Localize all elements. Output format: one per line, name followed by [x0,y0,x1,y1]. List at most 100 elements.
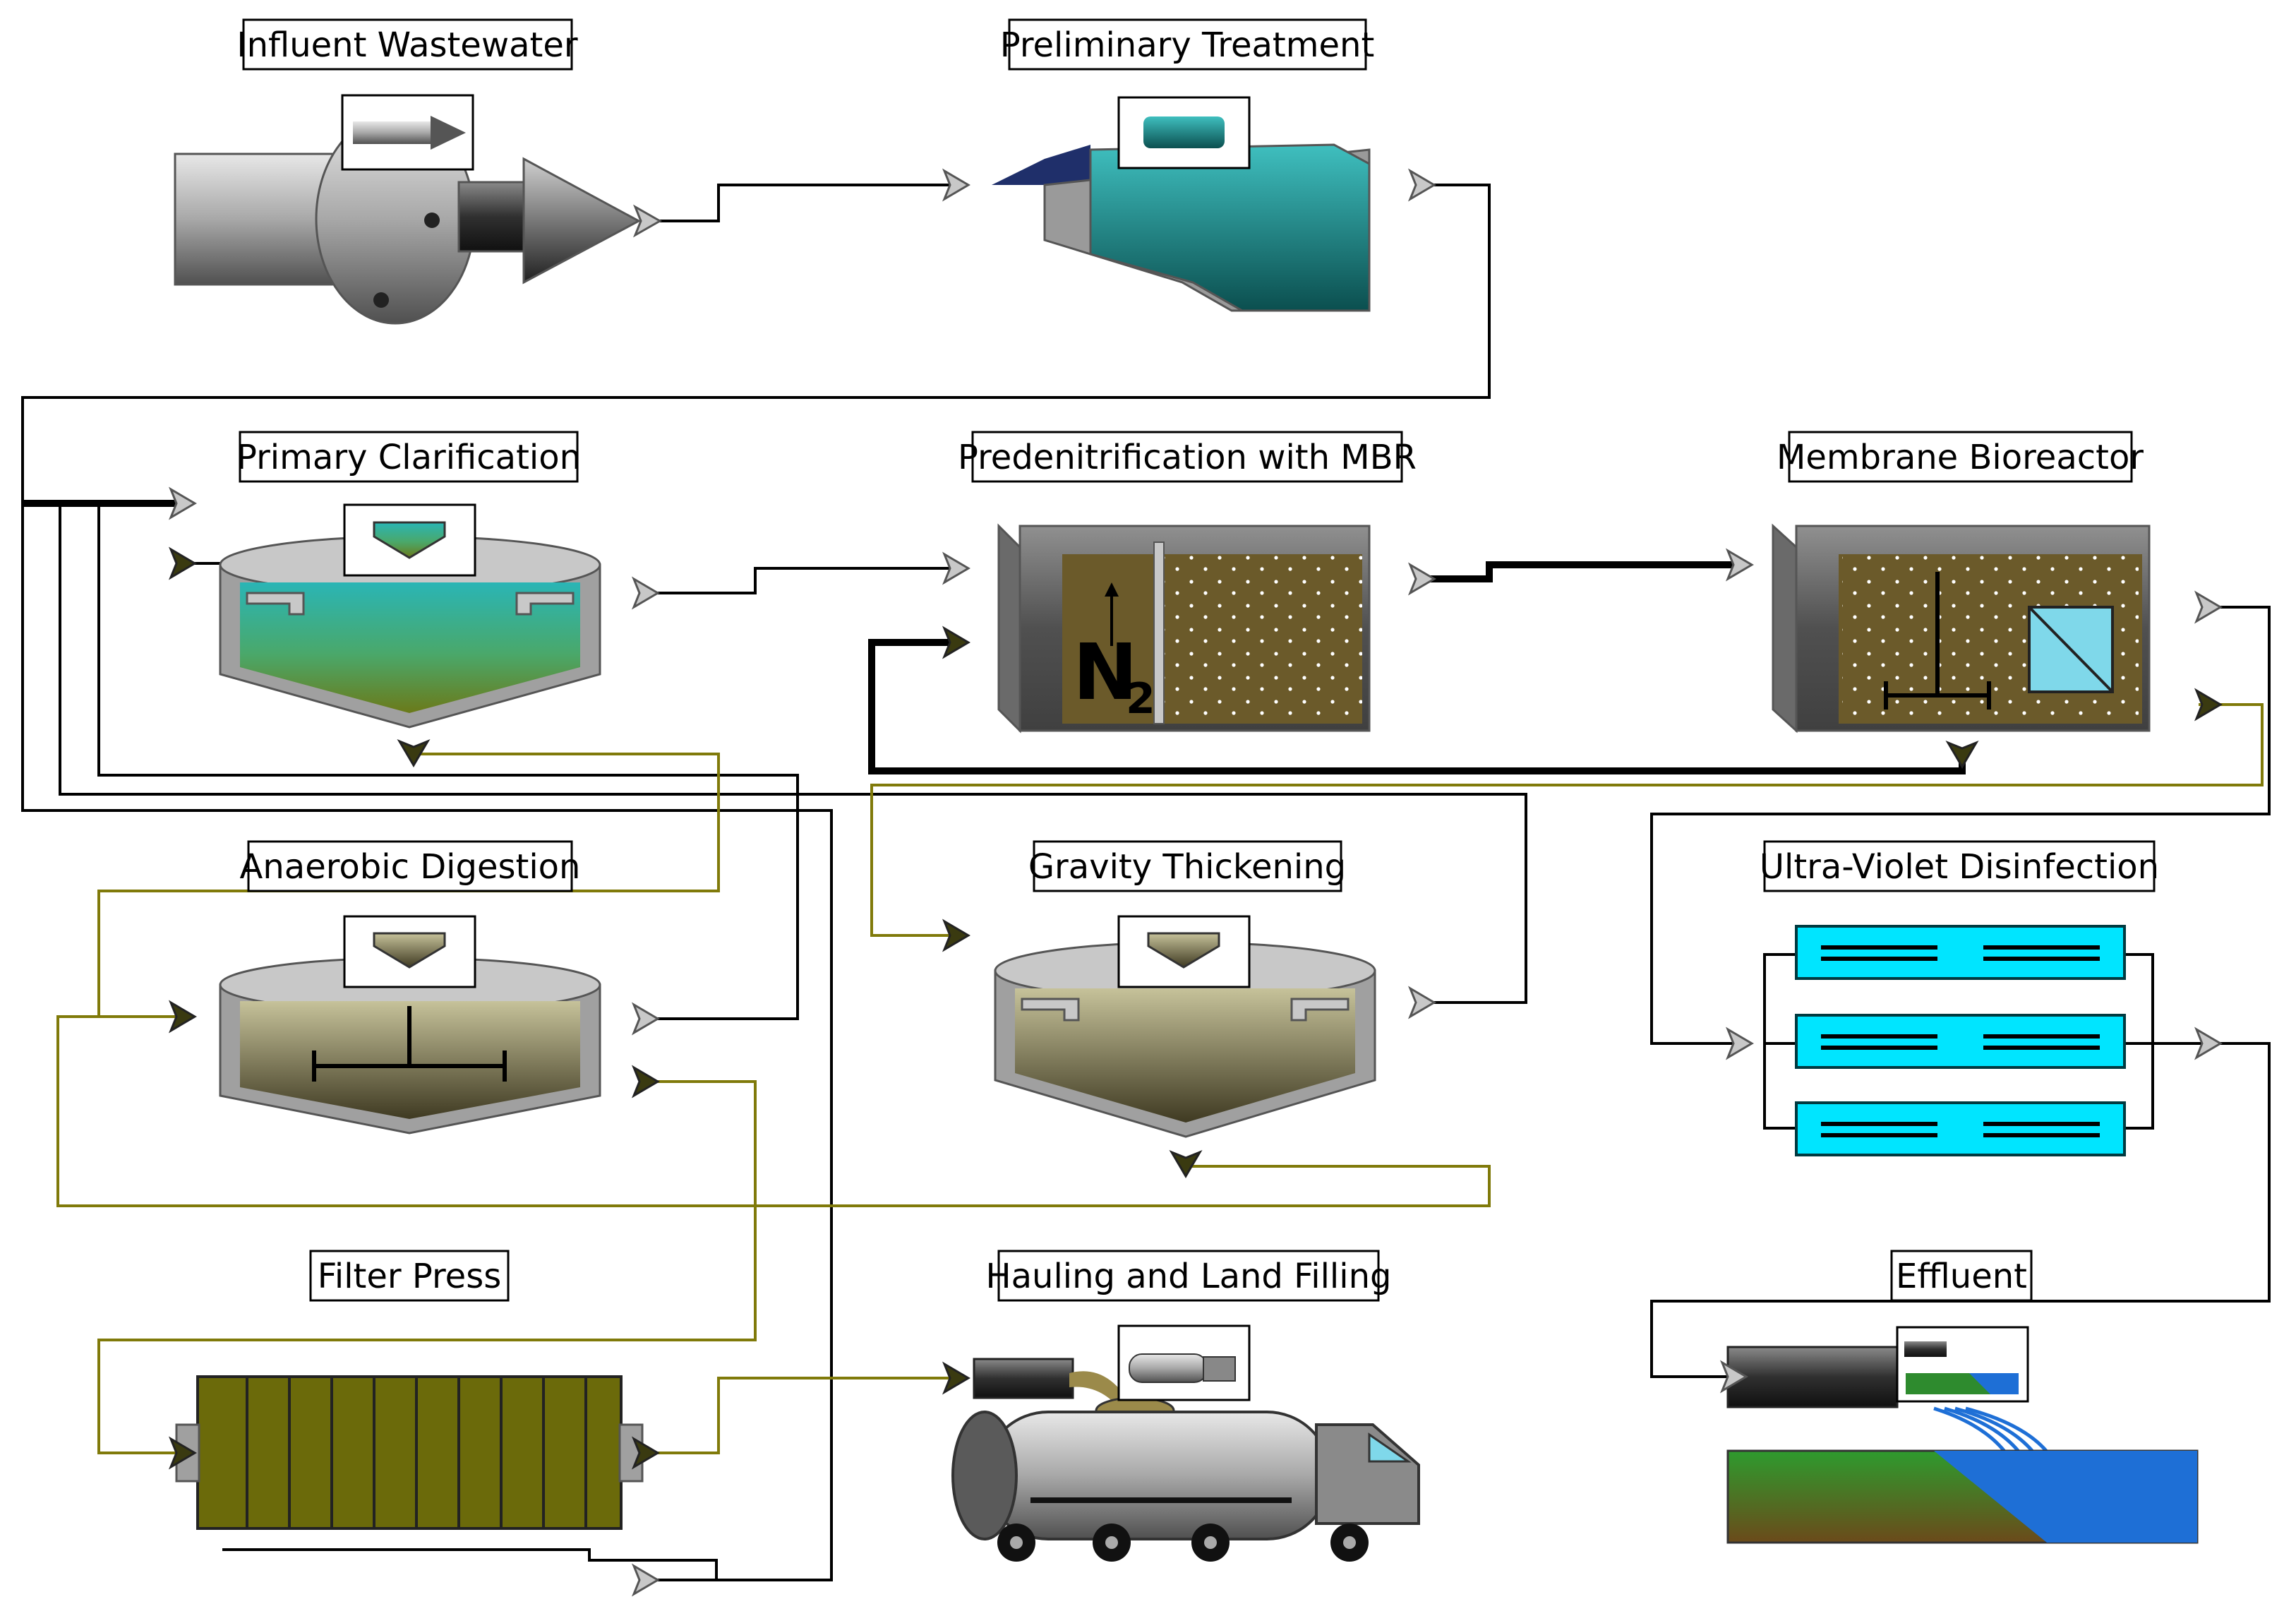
wire-thickener-return [59,503,1527,1004]
uv-lamp-bank-top [1795,925,2126,980]
port-influent-out [633,204,663,238]
truck-cab [1315,1423,1420,1525]
truck-windshield [1368,1432,1412,1463]
port-digester-in [168,1000,197,1034]
truck-hubcap [1105,1536,1118,1549]
wire-filterpress-base [222,1548,718,1580]
clarifier-icon [373,521,446,559]
port-mbr-waste-out [2194,688,2223,722]
thickener-icon [1147,932,1220,969]
label-effluent: Effluent [1896,1257,2027,1296]
sludge-filterpress-to-hauling [641,1377,949,1454]
tanker-end [951,1411,1018,1540]
pipe-icon [353,121,431,144]
aerobic-bubbles [1165,554,1362,724]
wire-mbr-to-uv [1650,606,2271,1045]
truck-hubcap [1204,1536,1217,1549]
unit-uv: Ultra-Violet Disinfection [1725,840,2223,1156]
port-mbr-permeate-out [2194,590,2223,624]
port-mbr-in [1725,548,1754,582]
label-box-influent [242,18,573,71]
sludge-thickener-to-digester [56,1015,1491,1207]
nitrogen-subscript: 2 [1126,674,1155,724]
gas-up-arrowhead [1105,582,1119,597]
tanker-tank [983,1411,1332,1540]
label-mbr: Membrane Bioreactor [1777,438,2144,477]
port-primary-in [168,486,197,520]
port-predenit-recycle-in [942,626,970,659]
port-predenit-in [942,551,970,585]
wire-predenit-to-mbr-thick [1419,561,1733,582]
nitrogen-symbol: N [1073,627,1138,717]
uv-lamp-bank-bottom [1795,1101,2126,1156]
bar-screen [992,145,1090,185]
port-primary-recycle-in [168,546,197,580]
primary-weir-right [515,592,575,616]
wire-bypass-a [21,503,833,1581]
port-digester-supernatant-out [631,1002,660,1036]
filterpress-plates [246,1377,587,1528]
thickener-icon-box [1117,915,1251,988]
port-filterpress-cake-out [631,1436,660,1470]
sludge-digester-to-filterpress [97,1080,757,1454]
port-hauling-in [942,1361,970,1395]
port-digester-sludge-out [631,1065,660,1099]
label-box-primary [239,431,579,483]
thickener-weir-right [1290,998,1350,1022]
port-thickener-in [942,918,970,952]
port-mbr-recycle-out [1945,740,1979,769]
port-preliminary-in [942,168,970,202]
digester-icon [373,932,446,969]
unit-preliminary: Preliminary Treatment [942,18,1436,312]
primary-liquid [240,582,580,713]
port-uv-in [1725,1027,1754,1060]
wire-uv-split-bottom [1763,1043,1796,1130]
membrane-diagonal [2028,606,2114,693]
unit-influent: Influent Wastewater [174,18,663,325]
port-effluent-in [1719,1360,1748,1394]
outfall-icon [1904,1341,1947,1357]
effluent-outfall-pipe [1726,1346,1899,1408]
thickener-liquid [1015,988,1355,1123]
label-hauling: Hauling and Land Filling [986,1257,1392,1296]
truck-hubcap [1343,1536,1356,1549]
sludge-mbr-to-thickener [870,703,2264,937]
port-uv-out [2194,1027,2223,1060]
wire-influent-to-preliminary [642,184,949,222]
truck-hubcap [1010,1536,1023,1549]
unit-digestion: Anaerobic Digestion [168,840,660,1135]
port-primary-out [631,576,660,610]
truck-icon-cab [1203,1356,1236,1382]
flange-bolt [373,292,389,308]
label-box-digestion [247,840,573,892]
port-preliminary-out [1407,168,1436,202]
hauling-chute [973,1358,1074,1399]
label-filterpress: Filter Press [318,1257,501,1296]
influent-nozzle [457,181,525,253]
predenit-baffle [1153,541,1165,724]
label-box-predenit [971,431,1403,483]
unit-predenit: Predenitrification with MBR N 2 [942,431,1436,734]
label-box-uv [1763,840,2156,892]
receiving-water [1934,1451,2197,1543]
label-primary: Primary Clarification [236,438,581,477]
label-predenit: Predenitrification with MBR [958,438,1417,477]
label-digestion: Anaerobic Digestion [240,847,581,887]
port-thickener-sludge-out [1169,1149,1203,1178]
grit-chamber-icon [1143,116,1225,148]
thickener-weir-left [1021,998,1080,1022]
outfall-icon-water [1969,1373,2019,1394]
unit-mbr: Membrane Bioreactor [1725,431,2223,769]
flange-bolt [424,213,440,228]
primary-weir-left [246,592,305,616]
wire-primary-to-predenit [641,567,949,594]
label-uv: Ultra-Violet Disinfection [1760,847,2159,887]
port-primary-sludge-out [397,738,431,767]
label-box-preliminary [1008,18,1367,71]
label-box-filterpress [309,1250,510,1302]
wire-uv-merge [2124,953,2154,1130]
unit-primary: Primary Clarification [168,431,660,767]
port-filterpress-in [168,1436,197,1470]
truck-icon [1129,1353,1208,1383]
